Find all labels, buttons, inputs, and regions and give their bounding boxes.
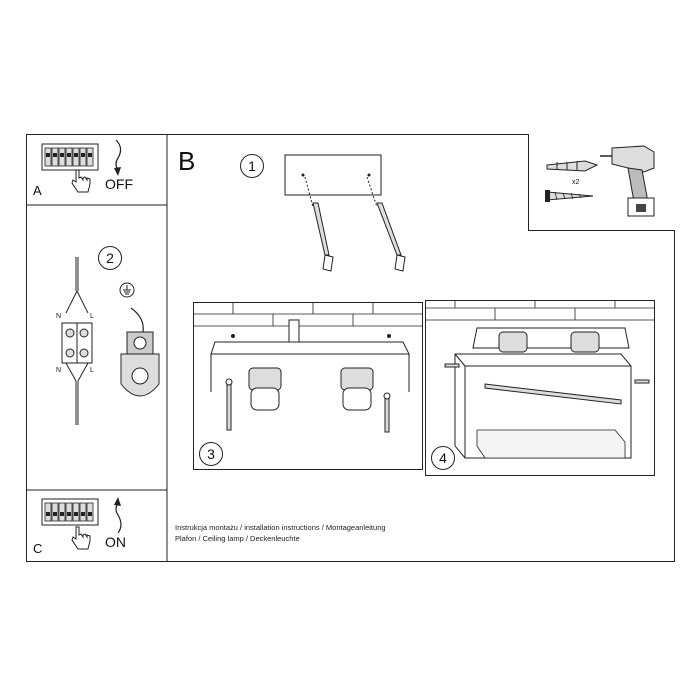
- section-c-letter: C: [33, 541, 43, 556]
- footer-line-1: Instrukcja montażu / installation instru…: [175, 523, 386, 532]
- step-4-number: 4: [431, 446, 455, 470]
- terminal-n-top: N: [56, 313, 62, 320]
- ground-terminal-diagram: [119, 282, 160, 397]
- section-a-letter: A: [33, 183, 42, 198]
- off-label: OFF: [105, 176, 133, 192]
- breaker-panel-icon: [41, 498, 99, 526]
- step-1-number: 1: [240, 154, 264, 178]
- terminal-l-bottom: L: [90, 367, 94, 374]
- section-b-letter: B: [178, 146, 196, 176]
- breaker-panel-icon: [41, 143, 99, 171]
- wall-plug-icon: [546, 160, 599, 172]
- step-3-number: 3: [199, 442, 223, 466]
- on-label: ON: [105, 534, 126, 550]
- footer-line-2: Plafon / Ceiling lamp / Deckenleuchte: [175, 534, 300, 543]
- ceiling-template-diagram: [284, 154, 406, 272]
- switch-down-arrow-icon: [114, 139, 122, 176]
- terminal-n-bottom: N: [56, 367, 62, 374]
- switch-up-arrow-icon: [114, 497, 122, 534]
- lamp-housing-diagram: [425, 300, 655, 459]
- terminal-l-top: L: [90, 313, 94, 320]
- instruction-frame: [26, 134, 675, 562]
- terminal-block-diagram: [61, 257, 93, 425]
- ceiling-plate-diagram: [193, 302, 423, 433]
- quantity-label: x2: [572, 179, 580, 186]
- drill-icon: [600, 145, 655, 217]
- screw-icon: [545, 190, 594, 202]
- hand-pointer-icon: [71, 169, 91, 193]
- hand-pointer-icon: [71, 526, 91, 550]
- step-2-number: 2: [98, 246, 122, 270]
